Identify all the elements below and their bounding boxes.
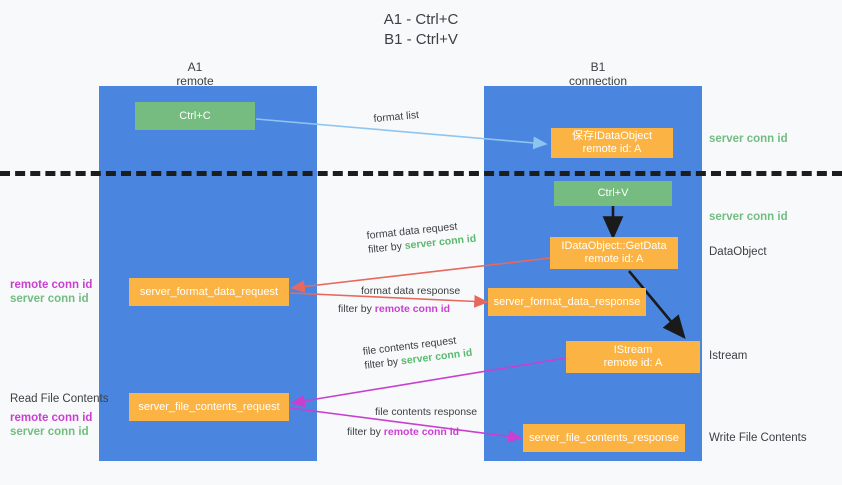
annotation-read-file-contents: Read File Contents [10, 393, 109, 405]
column-header-b1: B1 connection [508, 60, 688, 88]
node-server-format-data-request[interactable]: server_format_data_request [129, 278, 289, 306]
annotation-remote-conn-id-upper: remote conn id [10, 279, 93, 291]
edge-label-format-data-response-filter: filter by remote conn id [338, 302, 460, 316]
node-idataobject-getdata-line1: IDataObject::GetData [561, 240, 667, 252]
node-server-format-data-request-label: server_format_data_request [139, 285, 279, 298]
node-save-idataobject-line2: remote id: A [582, 143, 642, 155]
edge-label-format-list: format list [373, 108, 420, 126]
node-server-file-contents-request-label: server_file_contents_request [138, 400, 280, 413]
node-ctrl-v[interactable]: Ctrl+V [554, 181, 672, 206]
edge-label-format-data-response: format data response filter by remote co… [338, 284, 461, 316]
filter-prefix: filter by [347, 426, 384, 438]
annotation-server-conn-id-upper: server conn id [10, 293, 89, 305]
node-istream[interactable]: IStream remote id: A [566, 341, 700, 373]
filter-prefix: filter by [338, 303, 375, 315]
annotation-server-conn-id-top: server conn id [709, 133, 788, 145]
annotation-server-conn-id-lower: server conn id [10, 426, 89, 438]
column-header-a1-sub: remote [176, 74, 214, 88]
title-line-1: A1 - Ctrl+C [383, 11, 459, 28]
edge-label-file-contents-response-text: file contents response [375, 406, 478, 418]
node-ctrl-c-label: Ctrl+C [179, 109, 211, 122]
node-idataobject-getdata-line2: remote id: A [584, 253, 644, 265]
node-istream-line2: remote id: A [603, 357, 663, 369]
edge-label-file-contents-request: file contents request filter by server c… [362, 332, 473, 373]
node-istream-line1: IStream [613, 344, 653, 356]
node-ctrl-v-label: Ctrl+V [597, 187, 629, 199]
node-server-file-contents-response-label: server_file_contents_response [529, 431, 679, 444]
column-header-b1-sub: connection [568, 74, 628, 88]
node-idataobject-getdata[interactable]: IDataObject::GetData remote id: A [550, 237, 678, 269]
node-server-format-data-response-label: server_format_data_response [493, 295, 641, 308]
annotation-server-conn-id-mid: server conn id [709, 211, 788, 223]
annotation-write-file-contents: Write File Contents [709, 432, 807, 444]
node-server-file-contents-response[interactable]: server_file_contents_response [523, 424, 685, 452]
annotation-istream: Istream [709, 350, 748, 362]
edge-label-format-data-response-text: format data response [361, 285, 461, 297]
node-server-file-contents-request[interactable]: server_file_contents_request [129, 393, 289, 421]
edge-label-file-contents-response-filter: filter by remote conn id [347, 425, 477, 439]
column-header-a1-name: A1 [187, 60, 203, 74]
annotation-dataobject: DataObject [709, 246, 767, 258]
edge-label-format-data-request: format data request filter by server con… [366, 218, 477, 257]
annotation-remote-conn-id-lower: remote conn id [10, 412, 93, 424]
filter-prefix: filter by [367, 240, 406, 256]
node-save-idataobject-line1: 保存IDataObject [571, 130, 653, 142]
node-ctrl-c[interactable]: Ctrl+C [135, 102, 255, 130]
column-header-a1: A1 remote [105, 60, 285, 88]
edge-label-format-list-text: format list [373, 109, 420, 125]
column-header-b1-name: B1 [590, 60, 606, 74]
filter-key-remote-conn-id: remote conn id [374, 303, 451, 315]
title-line-2: B1 - Ctrl+V [384, 31, 458, 48]
filter-key-remote-conn-id: remote conn id [383, 426, 460, 438]
phase-divider [0, 171, 842, 176]
edge-label-file-contents-response: file contents response filter by remote … [347, 405, 478, 439]
node-save-idataobject[interactable]: 保存IDataObject remote id: A [551, 128, 673, 158]
node-server-format-data-response[interactable]: server_format_data_response [488, 288, 646, 316]
page-title: A1 - Ctrl+C B1 - Ctrl+V [0, 10, 842, 50]
filter-prefix: filter by [363, 355, 402, 372]
